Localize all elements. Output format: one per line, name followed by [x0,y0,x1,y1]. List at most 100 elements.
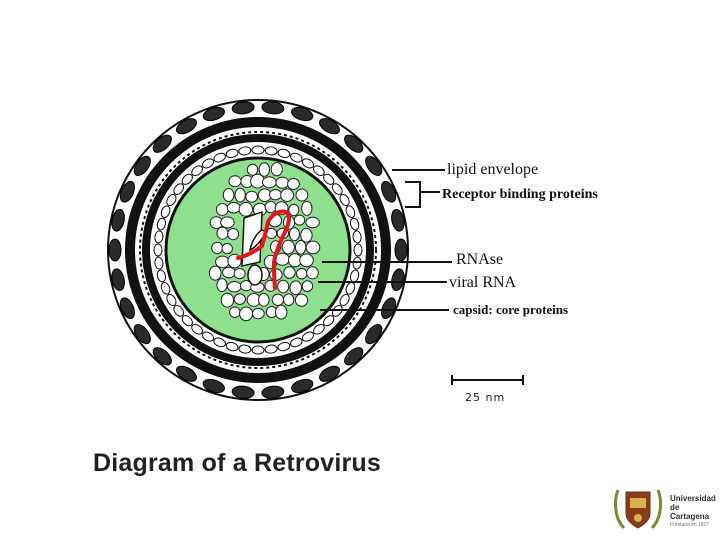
logo-tagline: Fundada en 1827 [670,522,710,528]
envelope-glycoprotein [344,347,364,366]
matrix-protein-bead [201,158,215,169]
capsid-protein [275,304,288,320]
capsid-protein [222,266,236,279]
capsid-protein [215,255,230,269]
envelope-glycoprotein [202,378,225,394]
capsid-protein [251,307,265,320]
capsid-protein [222,188,235,202]
capsid-protein [220,216,235,229]
viral-core [164,156,352,344]
matrix-protein-bead [166,193,177,207]
matrix-protein-bead [154,256,164,270]
capsid-protein [301,200,313,216]
capsid-protein [294,240,307,255]
envelope-glycoprotein [152,347,172,366]
matrix-protein-bead [213,337,226,348]
envelope-glycoprotein [319,365,340,382]
logo-line-1: Universidad [670,494,716,503]
envelope-glycoprotein [133,155,151,176]
capsid-protein [300,227,313,243]
university-logo-crest [614,489,662,530]
matrix-protein-bead [160,205,171,218]
matrix-protein-bead [156,269,167,283]
capsid-protein [295,188,309,202]
capsid-protein [293,214,306,226]
matrix-protein-bead [290,337,303,348]
envelope-glycoprotein [152,134,172,153]
capsid-protein [238,201,254,217]
matrix-protein-bead [238,146,252,156]
envelope-glycoprotein [111,268,125,292]
capsid-protein [262,176,277,189]
envelope-glycoprotein [119,180,135,203]
capsid-protein [294,293,309,307]
matrix-protein-bead [166,293,177,307]
lipid-envelope [125,117,391,383]
matrix-protein-bead [339,293,350,307]
capsid-protein [305,216,320,229]
label-receptor-binding-proteins: Receptor binding proteins [442,187,598,202]
capsid-protein [277,279,290,294]
university-logo-text: Universidad de Cartagena Fundada en 1827 [670,494,720,530]
capsid-protein [269,189,282,201]
label-viral-rna: viral RNA [449,274,517,291]
matrix-protein-bead [349,217,360,231]
matrix-protein-bead [191,165,203,177]
capsid-protein [283,293,295,307]
capsid-protein [228,175,242,188]
matrix-protein-bead [277,341,291,352]
envelope-glycoprotein [231,385,255,399]
capsid-protein [226,201,241,214]
matrix-protein-bead [160,282,171,295]
capsid-protein [227,281,242,293]
matrix-protein-bead [251,145,265,155]
envelope-glycoprotein [391,268,405,292]
envelope-glycoprotein [202,106,225,122]
envelope-glycoprotein [133,324,151,345]
capsid-protein [246,163,259,176]
slide-title: Diagram of a Retrovirus [93,449,382,477]
matrix-protein-bead [323,173,335,185]
capsid-protein [299,253,314,268]
matrix-protein-bead [191,323,203,335]
capsid-protein [270,162,283,177]
capsid-protein [208,265,222,281]
capsid-protein [283,266,296,279]
matrix-protein-bead [264,344,278,354]
envelope-glycoprotein [261,101,285,115]
capsid-protein [258,292,270,307]
envelope-glycoprotein [365,324,383,345]
capsid-protein [271,293,285,306]
capsid-protein [288,227,300,242]
envelope-glycoprotein [381,180,397,203]
capsid-protein [289,280,303,296]
envelope-glycoprotein [261,385,285,399]
capsid-protein [258,162,270,177]
matrix-protein-bead [181,173,193,185]
matrix-protein-bead [225,148,239,159]
capsid-protein [287,178,300,190]
label-capsid: capsid: core proteins [453,302,568,317]
envelope-glycoprotein [176,365,197,382]
capsid-protein [301,280,314,293]
capsid-protein [280,188,295,202]
matrix-protein-bead [352,230,362,244]
envelope-glycoprotein [391,208,405,232]
capsid-protein [229,306,241,319]
matrix-protein-bead [290,152,303,163]
matrix-protein-bead [313,165,325,177]
capsid-protein [227,228,240,241]
envelope-glycoprotein [108,238,122,262]
capsid-protein [264,200,277,214]
capsid-protein [233,268,246,280]
viral-rna-strand [236,209,292,290]
scale-bar [451,375,524,385]
matrix-protein-bead [313,323,325,335]
capsid-protein [239,306,254,322]
matrix-protein-bead [264,146,278,156]
envelope-glycoprotein [344,134,364,153]
leader-lines [318,169,452,311]
capsid-protein [234,187,246,203]
matrix-protein-bead [153,243,163,257]
